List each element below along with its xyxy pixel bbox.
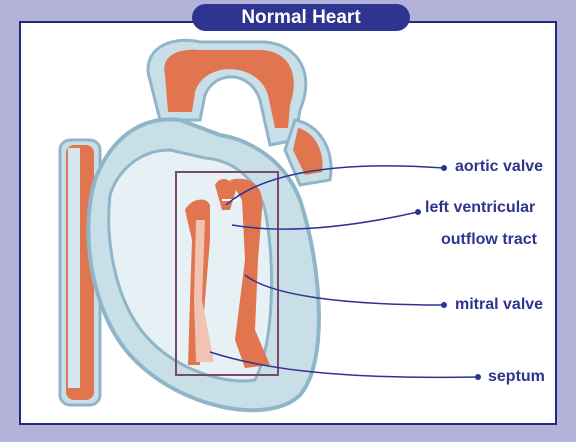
label-septum: septum <box>488 368 545 386</box>
leader-dots <box>415 165 481 380</box>
dot-lvot <box>415 209 421 215</box>
dot-septum <box>475 374 481 380</box>
label-mitral-valve: mitral valve <box>455 296 543 314</box>
label-lvot-line2: outflow tract <box>441 231 537 249</box>
label-lvot-line1: left ventricular <box>425 199 535 217</box>
label-aortic-valve: aortic valve <box>455 158 543 176</box>
dot-mitral-valve <box>441 302 447 308</box>
dot-aortic-valve <box>441 165 447 171</box>
